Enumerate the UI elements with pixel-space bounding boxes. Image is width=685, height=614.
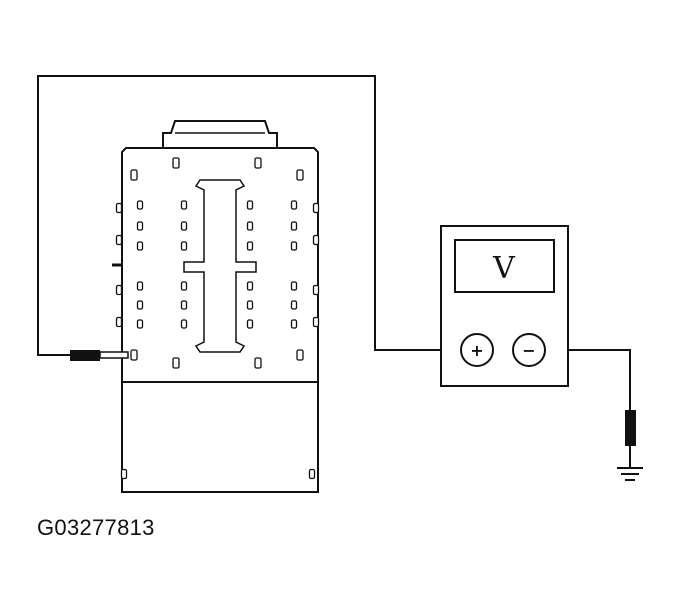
pin-hole [254, 157, 262, 169]
voltmeter-icon: V + − [440, 225, 569, 387]
pin-hole [312, 316, 320, 328]
pin-hole [136, 221, 144, 231]
pin-hole [290, 300, 298, 310]
pin-hole [180, 319, 188, 329]
figure-id-caption: G03277813 [37, 515, 155, 540]
pin-hole [312, 234, 320, 246]
pin-hole [246, 281, 254, 291]
pin-hole [246, 241, 254, 251]
pin-hole [115, 202, 123, 214]
pin-hole [296, 349, 304, 361]
pin-hole [120, 468, 128, 480]
pin-hole [290, 319, 298, 329]
meter-display-text: V [492, 251, 516, 286]
pin-hole [296, 169, 304, 181]
pin-hole [136, 319, 144, 329]
test-lead-wires [37, 75, 631, 410]
pin-hole [290, 241, 298, 251]
positive-terminal-icon [460, 333, 494, 367]
probe-plug-icon [70, 350, 129, 361]
pin-hole [312, 284, 320, 296]
pin-hole [290, 200, 298, 210]
pin-hole [290, 281, 298, 291]
pin-hole [130, 169, 138, 181]
pin-hole [115, 316, 123, 328]
pin-hole [254, 357, 262, 369]
positive-terminal-label: + [470, 341, 483, 360]
pin-hole [172, 157, 180, 169]
pin-hole [130, 349, 138, 361]
pin-hole [312, 202, 320, 214]
pin-hole [136, 300, 144, 310]
pin-hole [308, 468, 316, 480]
connector-module-icon [112, 120, 319, 493]
pin-hole [180, 300, 188, 310]
pin-hole [180, 241, 188, 251]
pin-hole [115, 234, 123, 246]
pin-hole [180, 281, 188, 291]
pin-hole [290, 221, 298, 231]
pin-hole [136, 281, 144, 291]
pin-hole [246, 200, 254, 210]
ground-symbol-icon [617, 410, 643, 481]
pin-hole [115, 284, 123, 296]
negative-terminal-label: − [522, 341, 535, 360]
pin-hole [180, 200, 188, 210]
pin-hole [136, 241, 144, 251]
negative-terminal-icon [512, 333, 546, 367]
pin-hole [136, 200, 144, 210]
pin-hole [246, 319, 254, 329]
connector-pins [115, 157, 320, 480]
pin-hole [246, 300, 254, 310]
pin-hole [172, 357, 180, 369]
pin-hole [180, 221, 188, 231]
pin-hole [246, 221, 254, 231]
